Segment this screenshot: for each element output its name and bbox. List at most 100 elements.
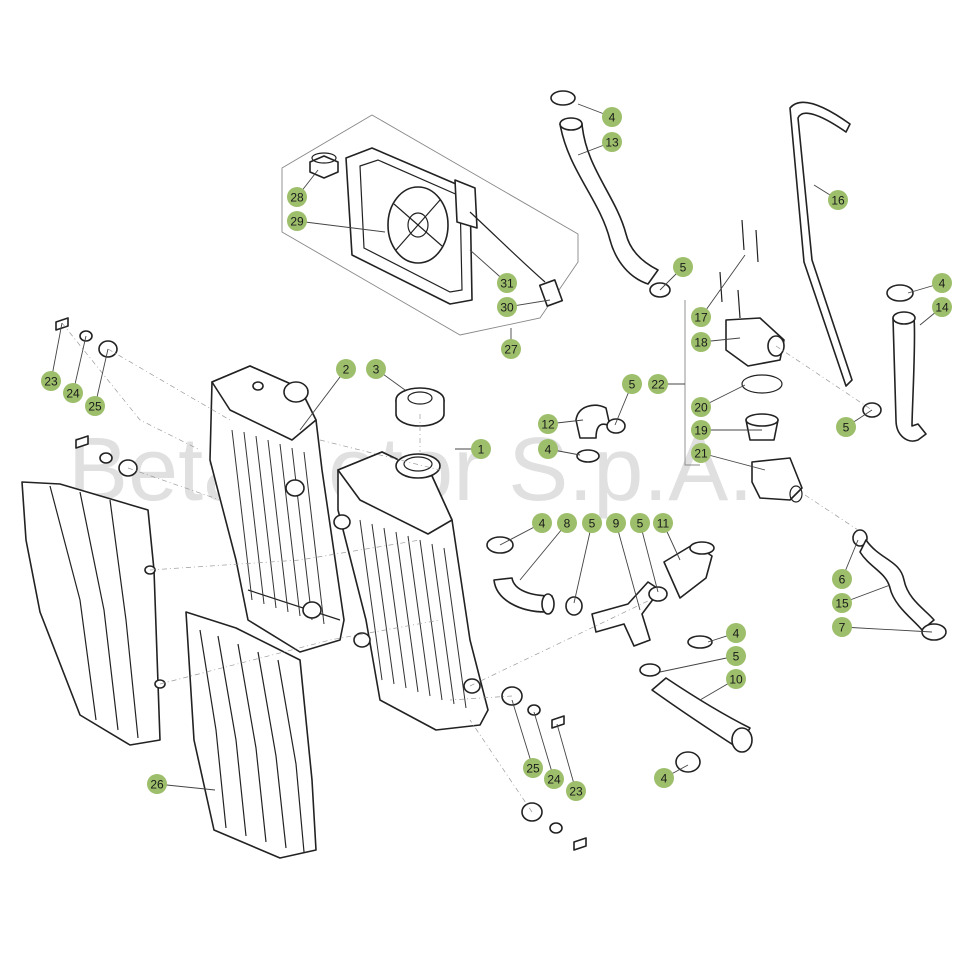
clamp-6 [852, 529, 868, 547]
fan-hub [407, 212, 429, 238]
callout-label-c-20: 20 [694, 401, 708, 415]
washer-24-b [99, 452, 113, 464]
clamp-5-elbow [606, 418, 626, 434]
callout-c-19: 19 [691, 420, 711, 440]
callout-circle-c-5-b [622, 374, 642, 394]
callout-circle-c-11 [653, 513, 673, 533]
callout-label-c-7: 7 [839, 621, 846, 635]
callout-label-c-26: 26 [150, 778, 164, 792]
leader-line-c-2 [299, 368, 347, 431]
bolt-23-c [551, 715, 565, 729]
radiator-louvre-grille [185, 611, 317, 859]
left-radiator-boss [252, 381, 264, 391]
callout-c-5-e: 5 [630, 513, 650, 533]
fan-connector [538, 279, 564, 307]
callout-c-23-a: 23 [41, 371, 61, 391]
callout-c-11: 11 [653, 513, 673, 533]
callout-circle-c-8 [557, 513, 577, 533]
fan-blade-line-2 [395, 199, 441, 251]
callout-c-27: 27 [501, 339, 521, 359]
leader-line-c-25-b [511, 699, 534, 769]
callout-label-c-8: 8 [564, 517, 571, 531]
bolt-23-b [75, 435, 89, 449]
callout-circle-c-23-b [566, 781, 586, 801]
callout-circle-c-5-a [673, 257, 693, 277]
callout-label-c-13: 13 [605, 136, 619, 150]
callout-label-c-25-b: 25 [526, 762, 540, 776]
grille-slat-4 [257, 651, 287, 849]
callout-circle-c-17 [691, 307, 711, 327]
upper-hose-13 [550, 90, 671, 298]
clamp-4-right [886, 284, 914, 302]
fan-assembly [281, 114, 579, 336]
callout-circle-c-5-f [726, 646, 746, 666]
grille-slat-3 [237, 643, 267, 843]
callout-label-c-16: 16 [831, 194, 845, 208]
callout-c-4-b: 4 [932, 273, 952, 293]
callout-circle-c-15 [832, 593, 852, 613]
right-lower-fasteners [501, 686, 587, 851]
leader-line-c-5-f [659, 655, 737, 673]
callout-circle-c-24-b [544, 769, 564, 789]
leader-line-c-9 [615, 522, 641, 611]
left-side-shroud [21, 481, 166, 746]
callout-c-18: 18 [691, 332, 711, 352]
left-radiator-fins [231, 429, 325, 625]
callout-c-14: 14 [932, 297, 952, 317]
callout-label-c-9: 9 [613, 517, 620, 531]
callout-label-c-4-e: 4 [733, 627, 740, 641]
callout-circle-c-23-a [41, 371, 61, 391]
callout-c-21: 21 [691, 443, 711, 463]
callout-c-24-a: 24 [63, 383, 83, 403]
callout-label-c-10: 10 [729, 673, 743, 687]
callout-label-c-14: 14 [935, 301, 949, 315]
callout-label-c-5-f: 5 [733, 650, 740, 664]
callout-circle-c-24-a [63, 383, 83, 403]
callout-c-2: 2 [336, 359, 356, 379]
callout-label-c-21: 21 [694, 447, 708, 461]
callout-label-c-25-a: 25 [88, 400, 102, 414]
callout-c-1: 1 [471, 439, 491, 459]
clamp-4-elbow [576, 449, 600, 463]
elbow-hose-12 [575, 404, 626, 463]
callout-circle-c-4-e [726, 623, 746, 643]
leader-line-c-21 [700, 452, 766, 471]
washer-24-d [549, 822, 563, 834]
callout-circle-c-30 [497, 297, 517, 317]
callout-label-c-24-a: 24 [66, 387, 80, 401]
grille-frame [185, 611, 317, 859]
callout-circle-c-4-b [932, 273, 952, 293]
callout-c-4-a: 4 [602, 107, 622, 127]
callout-circle-c-5-d [582, 513, 602, 533]
right-radiator-filler-inner [403, 456, 433, 472]
callout-label-c-2: 2 [343, 363, 350, 377]
callout-circle-c-29 [287, 211, 307, 231]
callout-circle-c-22 [648, 374, 668, 394]
thermostat-group-bracket [684, 300, 700, 466]
callout-label-c-4-c: 4 [545, 443, 552, 457]
callout-circle-c-2 [336, 359, 356, 379]
callout-c-10: 10 [726, 669, 746, 689]
callout-c-5-b: 5 [622, 374, 642, 394]
right-radiator [333, 451, 489, 731]
callout-circle-c-13 [602, 132, 622, 152]
clamp-5-lower-b [648, 586, 668, 602]
callout-label-c-30: 30 [500, 301, 514, 315]
callout-label-c-6: 6 [839, 573, 846, 587]
callout-label-c-19: 19 [694, 424, 708, 438]
left-radiator-mount-bottom [302, 601, 322, 619]
callout-label-c-4-d: 4 [539, 517, 546, 531]
callout-label-c-4-a: 4 [609, 111, 616, 125]
callout-label-c-5-d: 5 [589, 517, 596, 531]
thermostat-19-top [745, 413, 779, 427]
callout-circle-c-18 [691, 332, 711, 352]
callout-label-c-24-b: 24 [547, 773, 561, 787]
fan-bushing-top [311, 152, 337, 164]
callout-label-c-23-b: 23 [569, 785, 583, 799]
grille-slat-2 [217, 635, 247, 837]
callout-circle-c-5-c [836, 417, 856, 437]
callout-label-c-17: 17 [694, 311, 708, 325]
tee-9-body [591, 581, 661, 647]
callout-label-c-31: 31 [500, 277, 514, 291]
callout-label-c-29: 29 [290, 215, 304, 229]
